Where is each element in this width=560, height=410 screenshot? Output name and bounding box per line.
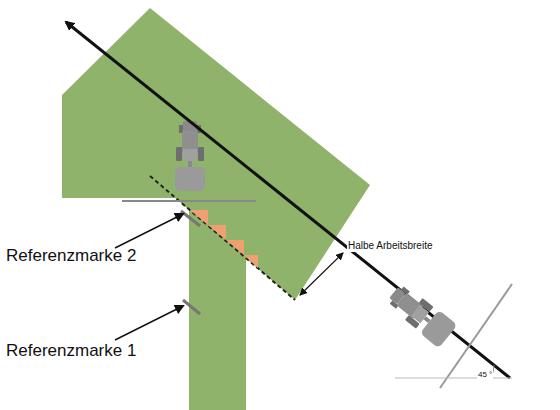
angle-label: 45 ° xyxy=(477,370,493,379)
reference-mark xyxy=(181,211,200,226)
reference-label: Referenzmarke 2 xyxy=(6,246,136,266)
reference-label: Referenzmarke 1 xyxy=(6,341,136,361)
dimension-label: Halbe Arbeitsbreite xyxy=(347,240,434,252)
reference-mark xyxy=(183,300,200,314)
